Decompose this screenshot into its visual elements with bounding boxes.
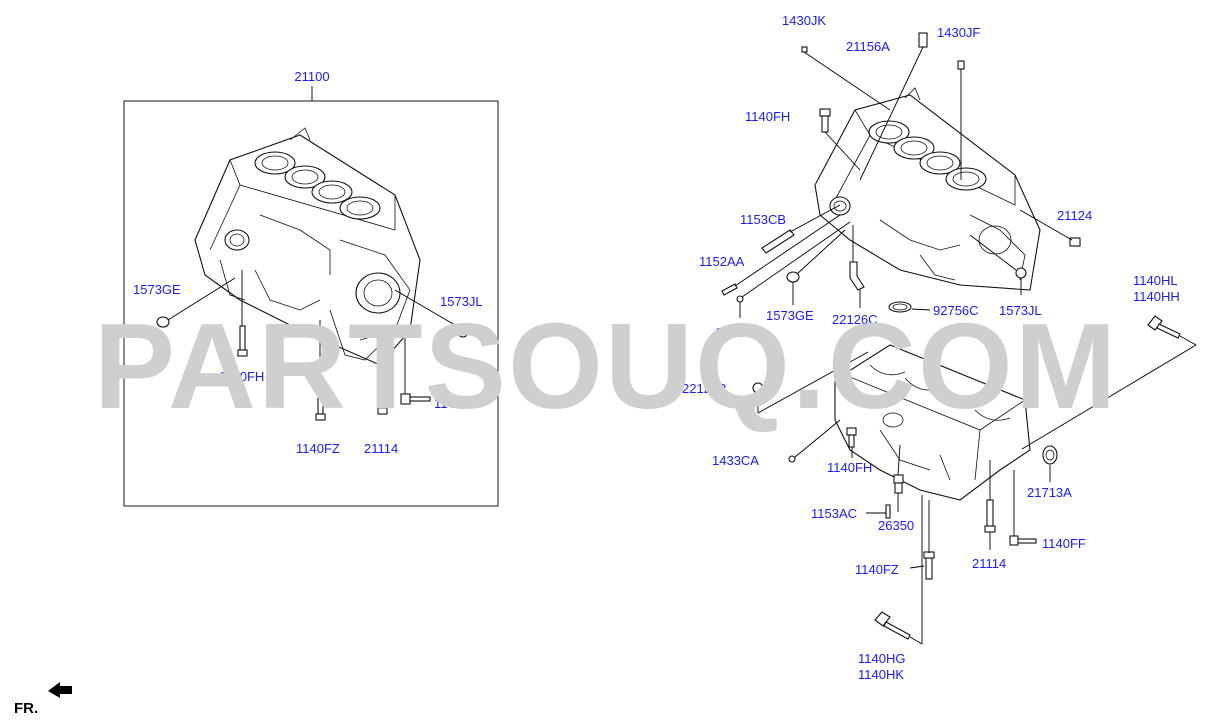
label-22124B[interactable]: 22124B [682,381,727,396]
ball-1433CA-lower [788,455,796,463]
pipe-22126C [849,261,865,291]
plug-1153AC [885,504,891,519]
plug-1152AA [721,283,738,296]
label-1140FH-top[interactable]: 1140FH [745,109,790,124]
label-1140FF-left[interactable]: 1140FF [434,396,478,411]
label-21124[interactable]: 21124 [1057,208,1092,223]
bolt-1140FH-top [819,108,831,133]
assembly-frame [123,100,499,507]
label-1573GE-right[interactable]: 1573GE [766,308,814,323]
label-22126C[interactable]: 22126C [832,312,878,327]
left-assembly: 21100 1573GE [123,69,499,507]
pin-21156A [918,32,928,48]
label-1140HH[interactable]: 1140HH [1133,289,1180,304]
label-21156A[interactable]: 21156A [846,39,890,54]
right-parts: 1430JK 21156A 1430JF 1140FH 1153CB 21124 [682,13,1197,682]
seal-21713A [1042,445,1058,465]
label-1140FF-right[interactable]: 1140FF [1042,536,1086,551]
label-1433CA-upper[interactable]: 1433CA [715,325,762,340]
assembly-label-21100[interactable]: 21100 [294,69,329,84]
label-21114-left[interactable]: 21114 [364,441,398,456]
label-21114-right[interactable]: 21114 [972,556,1006,571]
pin-21124 [1069,237,1081,247]
bolt-1140FZ-left [315,383,326,421]
label-1152AA[interactable]: 1152AA [699,254,745,269]
front-marker-label: FR. [14,700,38,717]
label-1153CB[interactable]: 1153CB [740,212,786,227]
bolt-1140HL [1147,315,1181,339]
pin-1430JF [957,60,965,70]
label-1573JL-left[interactable]: 1573JL [440,294,483,309]
label-1140HL[interactable]: 1140HL [1133,273,1178,288]
plug-1573GE-left [156,316,170,328]
label-1140HG[interactable]: 1140HG [858,651,905,666]
label-1153AC[interactable]: 1153AC [811,506,857,521]
front-arrow-icon [48,682,72,698]
label-1140FZ-right[interactable]: 1140FZ [855,562,899,577]
right-lower-bedplate [834,344,1031,501]
bolt-1140FH-lower [846,427,857,448]
label-21713A[interactable]: 21713A [1027,485,1072,500]
label-1140FZ-left[interactable]: 1140FZ [296,441,340,456]
label-1430JF[interactable]: 1430JF [937,25,980,40]
cylinder-block-left [194,127,421,366]
label-1140FH-left[interactable]: 1140FH [219,369,264,384]
plug-1573JL-left [457,326,469,338]
pin-1430JK [801,46,808,53]
bolt-21114-left [377,377,388,415]
label-1140HK[interactable]: 1140HK [858,667,904,682]
label-1573JL-right[interactable]: 1573JL [999,303,1042,318]
label-1573GE-left[interactable]: 1573GE [133,282,181,297]
label-92756C[interactable]: 92756C [933,303,979,318]
front-marker: FR. [14,682,72,717]
bolt-1140FF-right [1009,535,1037,546]
bolt-1140FH-left [237,325,248,357]
label-1430JK[interactable]: 1430JK [782,13,826,28]
plug-1153CB [761,229,795,254]
watermark: PARTSOUQ.COM [94,298,1119,434]
label-1140FH-lower[interactable]: 1140FH [827,460,872,475]
plug-1573JL-right [1015,267,1027,279]
right-upper-block [814,87,1041,291]
bolt-1140HG [874,611,911,640]
bolt-1140FF-left [400,393,431,405]
bolt-21114-right [984,499,996,533]
label-1433CA-lower[interactable]: 1433CA [712,453,759,468]
bolt-1140FZ-right [923,551,935,580]
oring-92756C [888,301,912,313]
label-26350[interactable]: 26350 [878,518,914,533]
switch-26350 [893,474,904,494]
